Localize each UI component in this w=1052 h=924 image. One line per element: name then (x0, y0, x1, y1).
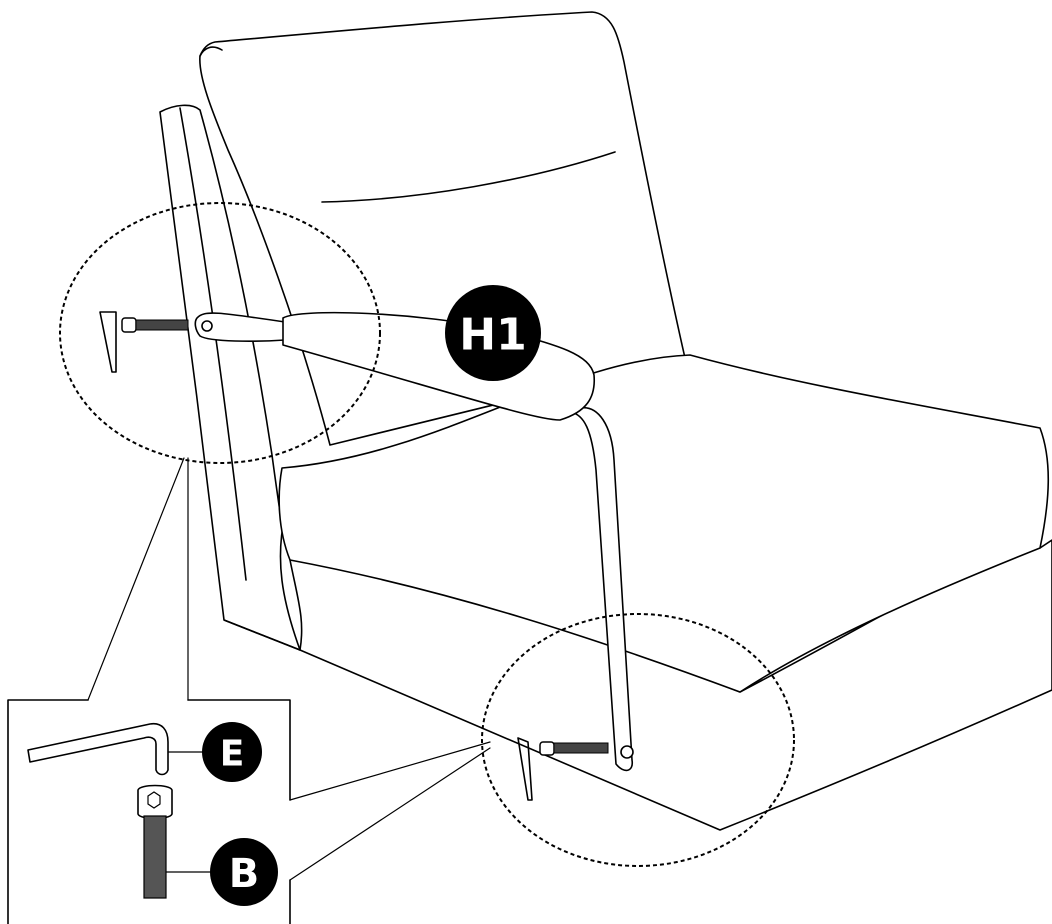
badge-h1: H1 (445, 285, 541, 381)
badge-h1-label: H1 (459, 310, 526, 361)
lower-bolt (539, 741, 609, 756)
badge-b: B (210, 838, 278, 906)
badge-b-label: B (229, 851, 260, 897)
seat-cushion (278, 354, 1050, 693)
upper-allen-key (99, 311, 117, 373)
parts-inset (7, 699, 291, 924)
leader-lines (87, 457, 491, 881)
badge-e-label: E (220, 734, 245, 775)
upper-detail-circle (59, 202, 381, 464)
upper-bolt (121, 317, 189, 333)
inset-allen-key (27, 722, 213, 776)
lower-allen-key (517, 737, 533, 801)
inset-bolt (137, 784, 213, 899)
badge-e: E (202, 722, 262, 782)
lower-detail-circle (481, 613, 795, 867)
